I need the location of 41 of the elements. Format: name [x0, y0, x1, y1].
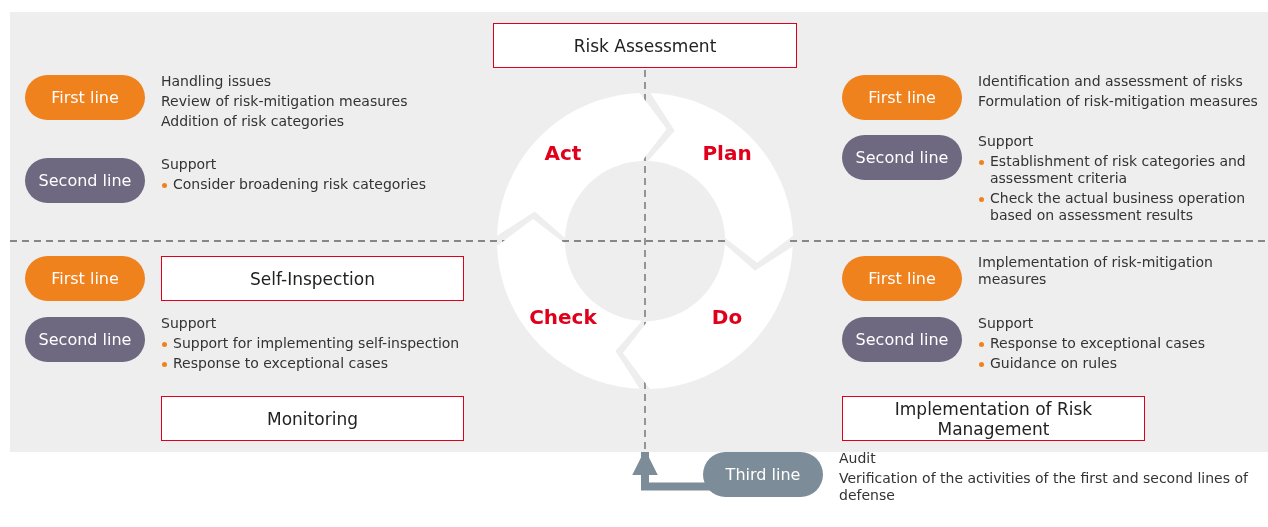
role-pill: First line	[25, 256, 145, 301]
phase-label: Check	[529, 305, 597, 329]
role-pill: Second line	[25, 158, 145, 203]
description-text: Handling issues	[161, 73, 273, 90]
phase-label: Plan	[702, 140, 752, 165]
description-text: Formulation of risk-mitigation measures	[978, 93, 1259, 110]
description-text: Review of risk-mitigation measures	[161, 93, 409, 110]
role-pill: Second line	[842, 135, 962, 180]
description-text: Support	[978, 315, 1035, 332]
cycle-segment	[623, 243, 793, 389]
stage-box: Monitoring	[161, 396, 464, 441]
description-text: Addition of risk categories	[161, 113, 346, 130]
bullet-item: Response to exceptional cases	[978, 335, 1258, 352]
role-pill: First line	[842, 75, 962, 120]
cycle-segment	[497, 93, 667, 239]
stage-box: Implementation of Risk Management	[842, 396, 1145, 441]
bullet-item: Support for implementing self-inspection	[161, 335, 481, 352]
cycle-segment	[647, 93, 793, 263]
role-pill: Third line	[703, 452, 823, 497]
description-text: Implementation of risk-mitigation measures	[978, 254, 1214, 288]
role-pill: First line	[25, 75, 145, 120]
background-panel	[10, 12, 1268, 452]
description-text: Support	[978, 133, 1035, 150]
description-text: Identification and assessment of risks	[978, 73, 1244, 90]
cycle-segment	[497, 219, 643, 389]
description-text: Verification of the activities of the first and second lines of defense	[839, 470, 1249, 504]
description-text: Support	[161, 156, 218, 173]
description-text: Audit	[839, 450, 877, 467]
description-text: Support	[161, 315, 218, 332]
role-pill: First line	[842, 256, 962, 301]
bullet-item: Guidance on rules	[978, 355, 1258, 372]
role-pill: Second line	[842, 317, 962, 362]
phase-label: Act	[544, 140, 582, 165]
stage-box: Risk Assessment	[493, 23, 797, 68]
bullet-item: Establishment of risk categories and assessment criteria	[978, 153, 1258, 187]
bullet-item: Response to exceptional cases	[161, 355, 481, 372]
role-pill: Second line	[25, 317, 145, 362]
stage-box: Self-Inspection	[161, 256, 464, 301]
bullet-item: Consider broadening risk categories	[161, 176, 481, 193]
phase-label: Do	[711, 305, 743, 329]
bullet-item: Check the actual business operation based on assessment results	[978, 190, 1258, 224]
